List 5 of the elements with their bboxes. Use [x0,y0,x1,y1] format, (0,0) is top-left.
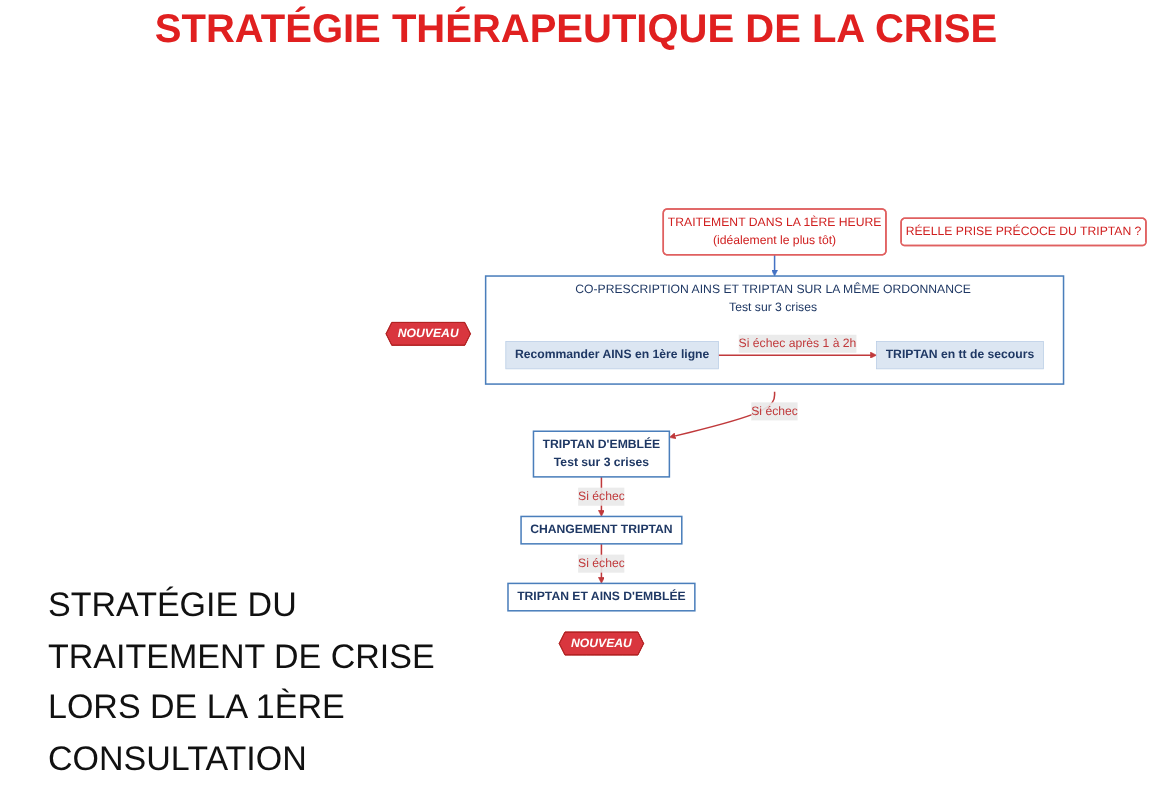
title: STRATÉGIE THÉRAPEUTIQUE DE LA CRISE [152,8,1000,54]
note-text: STRATÉGIE DU TRAITEMENT DE CRISE LORS DE LA 1ÈRE CONSULTATION [48,584,437,781]
arrow [771,253,778,277]
arrow [717,351,877,359]
arrow [669,390,776,440]
